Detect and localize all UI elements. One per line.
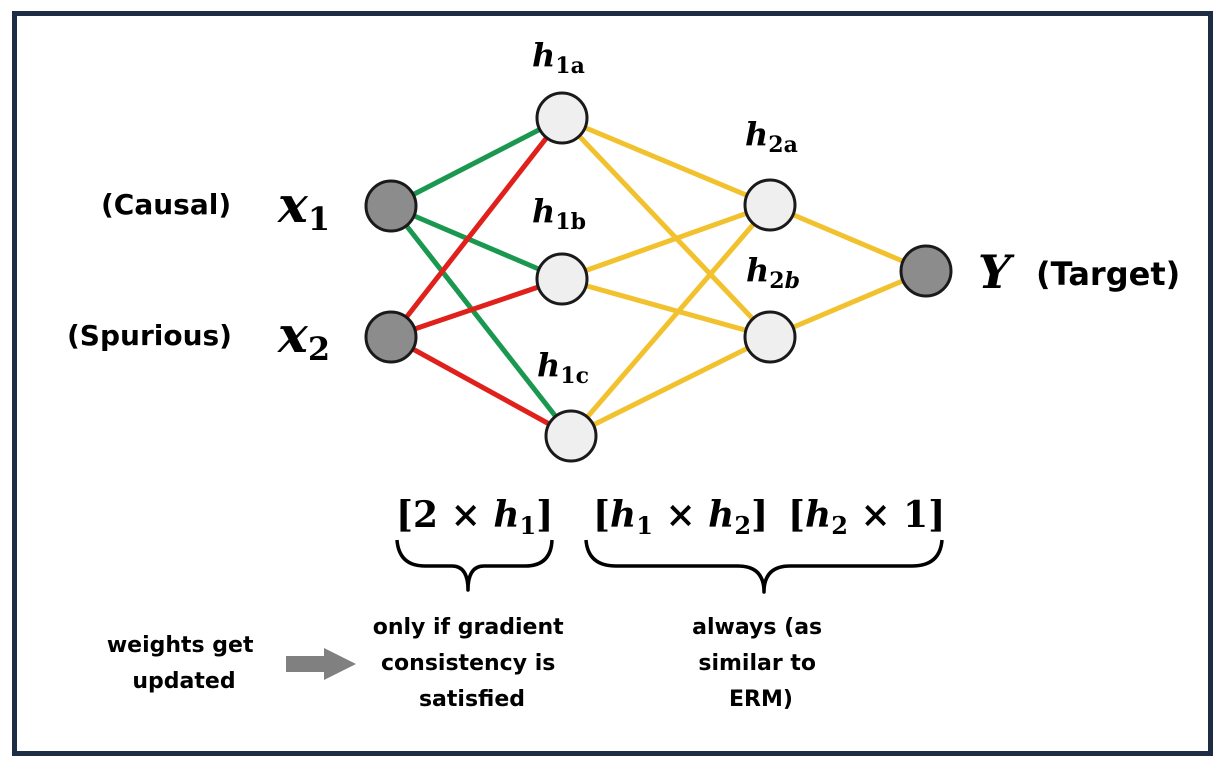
label-x2: x2 (277, 305, 330, 368)
edge-x1-h1b (388, 203, 565, 282)
figure-frame (12, 11, 1213, 756)
note-weights: weights get updated (107, 633, 261, 694)
label-causal: (Causal) (101, 188, 231, 221)
label-x1: x1 (277, 175, 330, 238)
matrix-h1xh2: [h1 × h2] (593, 494, 768, 540)
matrix-2xh1: [2 × h1] (396, 494, 553, 540)
label-h1b: h1b (532, 192, 586, 235)
label-h2b: h2b (746, 251, 800, 294)
edge-h1a-h2a (559, 115, 773, 208)
edges-hidden-layers (559, 115, 929, 439)
node-h2a (743, 178, 797, 232)
nodes (364, 91, 953, 463)
label-h1a: h1a (532, 36, 585, 79)
label-y: Y (978, 245, 1015, 299)
edge-h1c-h2a (568, 202, 773, 439)
edge-h1c-h2b (568, 334, 773, 439)
label-h1c: h1c (537, 346, 589, 389)
edge-x2-h1a (388, 115, 565, 340)
node-h1a (535, 91, 589, 145)
edge-x1-h1a (388, 115, 565, 209)
edge-h1b-h2a (559, 202, 773, 282)
arrow-icon (286, 648, 356, 680)
node-h1b (535, 252, 589, 306)
note-always: always (as similar to ERM) (692, 615, 830, 712)
edge-x2-h1b (388, 276, 565, 340)
edge-x1-h1c (388, 203, 574, 439)
node-y (899, 244, 953, 298)
label-h2a: h2a (745, 115, 798, 158)
brace-right (584, 539, 944, 594)
brace-left (395, 539, 554, 592)
matrix-h2x1: [h2 × 1] (788, 494, 945, 540)
edge-h1a-h2b (559, 115, 773, 340)
note-gradient: only if gradient consistency is satisfie… (373, 615, 572, 712)
node-h1c (544, 409, 598, 463)
label-spurious: (Spurious) (67, 319, 232, 352)
label-target: (Target) (1036, 255, 1180, 293)
edge-h1b-h2b (559, 276, 773, 340)
node-x2 (364, 310, 418, 364)
edge-h2b-y (767, 268, 929, 340)
node-h2b (743, 310, 797, 364)
node-x1 (364, 179, 418, 233)
edge-x2-h1c (388, 334, 574, 439)
edge-h2a-y (767, 202, 929, 274)
edges-input-layer (388, 115, 574, 439)
